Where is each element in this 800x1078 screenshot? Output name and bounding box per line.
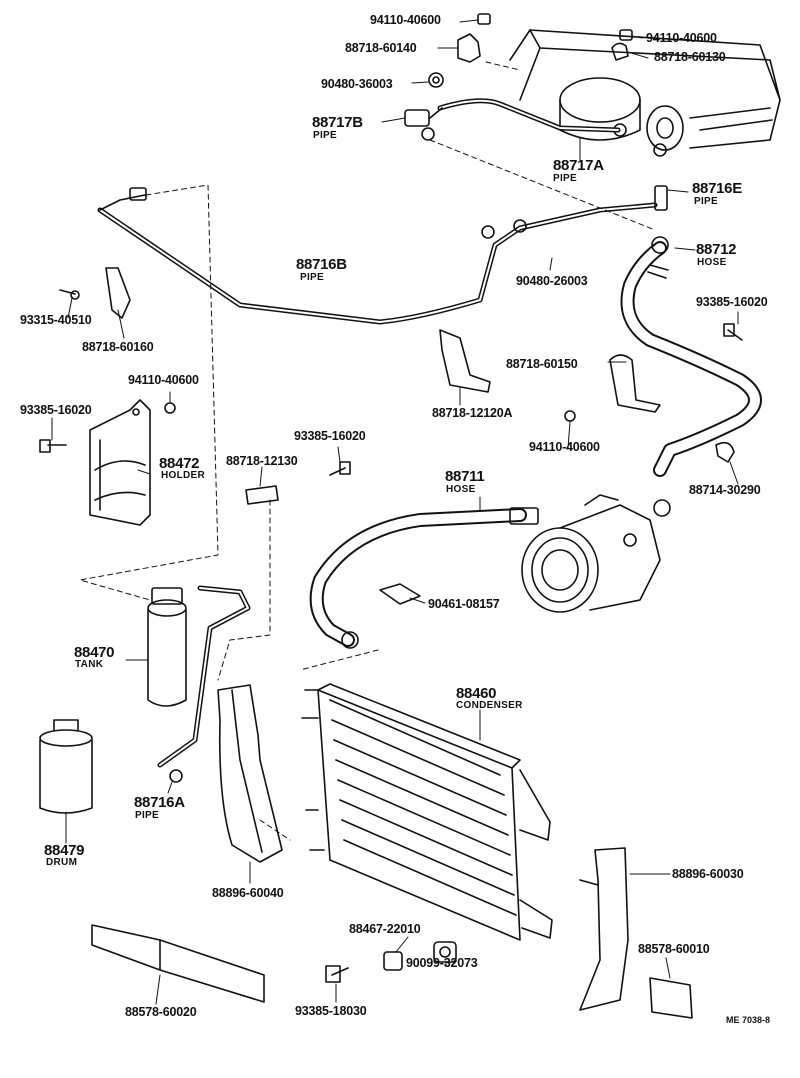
cooling-unit-drawing bbox=[509, 29, 781, 157]
part-name-label: HOSE bbox=[697, 257, 727, 268]
part-number-label: 88718-60140 bbox=[345, 41, 417, 55]
part-number-label: 88470 bbox=[74, 644, 115, 661]
part-number-label: 88896-60030 bbox=[672, 867, 744, 881]
part-number-label: 90099-32073 bbox=[406, 956, 478, 970]
shield-88896-60030-drawing bbox=[579, 847, 629, 1011]
part-number-label: 94110-40600 bbox=[646, 31, 717, 45]
part-number-label: 90480-26003 bbox=[516, 274, 588, 288]
reference-code: ME 7038-8 bbox=[726, 1015, 771, 1025]
part-number-label: 88716A bbox=[134, 794, 185, 811]
part-name-label: PIPE bbox=[553, 173, 577, 184]
tank-88470-drawing bbox=[147, 587, 187, 707]
assembly-dashed-lines bbox=[79, 61, 656, 841]
part-number-label: 88467-22010 bbox=[349, 922, 421, 936]
part-number-label: 88578-60010 bbox=[638, 942, 710, 956]
part-number-label: 88717A bbox=[553, 157, 604, 174]
part-number-label: 88479 bbox=[44, 842, 85, 859]
part-number-label: 90480-36003 bbox=[321, 77, 393, 91]
part-number-label: 93315-40510 bbox=[20, 313, 92, 327]
part-number-label: 94110-40600 bbox=[128, 373, 199, 387]
part-number-label: 94110-40600 bbox=[529, 440, 600, 454]
seal-88578-60010-drawing bbox=[649, 977, 693, 1019]
part-number-label: 88718-12130 bbox=[226, 454, 298, 468]
part-number-label: 88472 bbox=[159, 455, 200, 472]
part-number-label: 88718-12120A bbox=[432, 406, 513, 420]
part-number-label: 90461-08157 bbox=[428, 597, 500, 611]
shield-88896-60040-drawing bbox=[217, 684, 283, 863]
bolt-drawings bbox=[39, 289, 743, 983]
bracket-drawings bbox=[105, 267, 735, 605]
clamp-88718-60140-drawing bbox=[428, 13, 633, 88]
part-name-label: DRUM bbox=[46, 857, 78, 868]
pipe-88716B-drawing bbox=[97, 185, 668, 325]
condenser-88460-drawing bbox=[301, 683, 553, 941]
part-number-label: 88714-30290 bbox=[689, 483, 761, 497]
holder-88472-drawing bbox=[89, 399, 151, 526]
part-name-label: HOSE bbox=[446, 484, 476, 495]
fittings-bottom-drawing bbox=[383, 941, 457, 971]
part-number-label: 88460 bbox=[456, 685, 497, 702]
part-number-label: 88716E bbox=[692, 180, 742, 197]
part-number-label: 88578-60020 bbox=[125, 1005, 197, 1019]
part-name-label: TANK bbox=[75, 659, 104, 670]
part-number-label: 88718-60130 bbox=[654, 50, 726, 64]
part-number-label: 88718-60150 bbox=[506, 357, 578, 371]
part-number-label: 88716B bbox=[296, 256, 347, 273]
part-name-label: HOLDER bbox=[161, 470, 206, 481]
part-name-label: CONDENSER bbox=[456, 700, 523, 711]
part-number-label: 88717B bbox=[312, 114, 363, 131]
part-name-label: PIPE bbox=[135, 810, 159, 821]
part-number-label: 93385-16020 bbox=[20, 403, 92, 417]
pipe-88717-drawing bbox=[404, 98, 621, 141]
hose-88711-drawing bbox=[309, 507, 539, 649]
part-number-label: 93385-16020 bbox=[294, 429, 366, 443]
part-number-label: 88718-60160 bbox=[82, 340, 154, 354]
part-number-label: 93385-18030 bbox=[295, 1004, 367, 1018]
part-name-label: PIPE bbox=[694, 196, 718, 207]
compressor-drawing bbox=[521, 494, 661, 613]
leader-lines bbox=[51, 19, 739, 1005]
part-number-label: 94110-40600 bbox=[370, 13, 441, 27]
part-number-label: 88711 bbox=[445, 468, 485, 485]
part-number-label: 93385-16020 bbox=[696, 295, 768, 309]
pipe-88716A-drawing bbox=[157, 585, 251, 783]
hose-88712-drawing bbox=[620, 236, 762, 517]
part-name-label: PIPE bbox=[313, 130, 337, 141]
part-number-label: 88896-60040 bbox=[212, 886, 284, 900]
seal-88578-60020-drawing bbox=[91, 924, 265, 1003]
part-number-label: 88712 bbox=[696, 241, 737, 258]
part-name-label: PIPE bbox=[300, 272, 324, 283]
